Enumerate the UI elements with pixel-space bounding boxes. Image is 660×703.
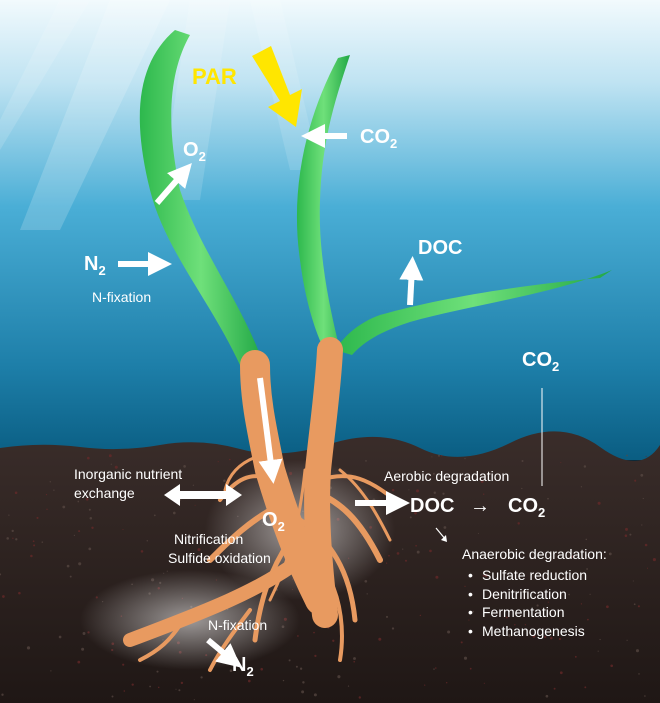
par-arrow bbox=[252, 46, 302, 127]
sulfide-oxidation-label: Sulfide oxidation bbox=[168, 550, 271, 566]
o2-leaf-label: O2 bbox=[183, 139, 206, 164]
co2-leaf-label: CO2 bbox=[360, 126, 398, 151]
o2-release-arrow bbox=[154, 162, 192, 205]
anaerobic-item: Methanogenesis bbox=[468, 622, 587, 641]
exchange-arrow bbox=[164, 484, 242, 506]
o2-transport-arrow bbox=[257, 377, 283, 484]
anaerobic-pointer-head bbox=[441, 535, 447, 542]
n-fixation-leaf-label: N-fixation bbox=[92, 289, 152, 305]
n2-sediment-label: N2 bbox=[232, 654, 254, 679]
n-fixation-root-label: N-fixation bbox=[208, 617, 268, 633]
doc-water-label: DOC bbox=[418, 237, 463, 259]
anaerobic-item: Fermentation bbox=[468, 603, 587, 622]
n2-sediment-arrow bbox=[206, 637, 242, 668]
conversion-arrow: → bbox=[470, 495, 490, 517]
nitrification-label: Nitrification bbox=[174, 531, 244, 547]
anaerobic-item: Sulfate reduction bbox=[468, 566, 587, 585]
par-label: PAR bbox=[192, 64, 237, 89]
leaf-left bbox=[139, 30, 262, 365]
anaerobic-item: Denitrification bbox=[468, 585, 587, 604]
doc-release-arrow bbox=[399, 256, 424, 306]
co2-sediment-label: CO2 bbox=[508, 495, 546, 520]
o2-root-label: O2 bbox=[262, 509, 285, 534]
co2-water-label: CO2 bbox=[522, 349, 560, 374]
leaf-right bbox=[335, 270, 612, 355]
n2-water-label: N2 bbox=[84, 253, 106, 278]
anaerobic-list: Sulfate reduction Denitrification Fermen… bbox=[468, 566, 587, 640]
inorganic-exchange-label-line1: Inorganic nutrient bbox=[74, 466, 183, 482]
flux-arrows bbox=[118, 124, 424, 668]
doc-sediment-label: DOC bbox=[410, 495, 455, 517]
aerobic-degradation-label: Aerobic degradation bbox=[384, 468, 510, 484]
inorganic-exchange-label-line2: exchange bbox=[74, 485, 135, 501]
anaerobic-title: Anaerobic degradation: bbox=[462, 546, 607, 562]
